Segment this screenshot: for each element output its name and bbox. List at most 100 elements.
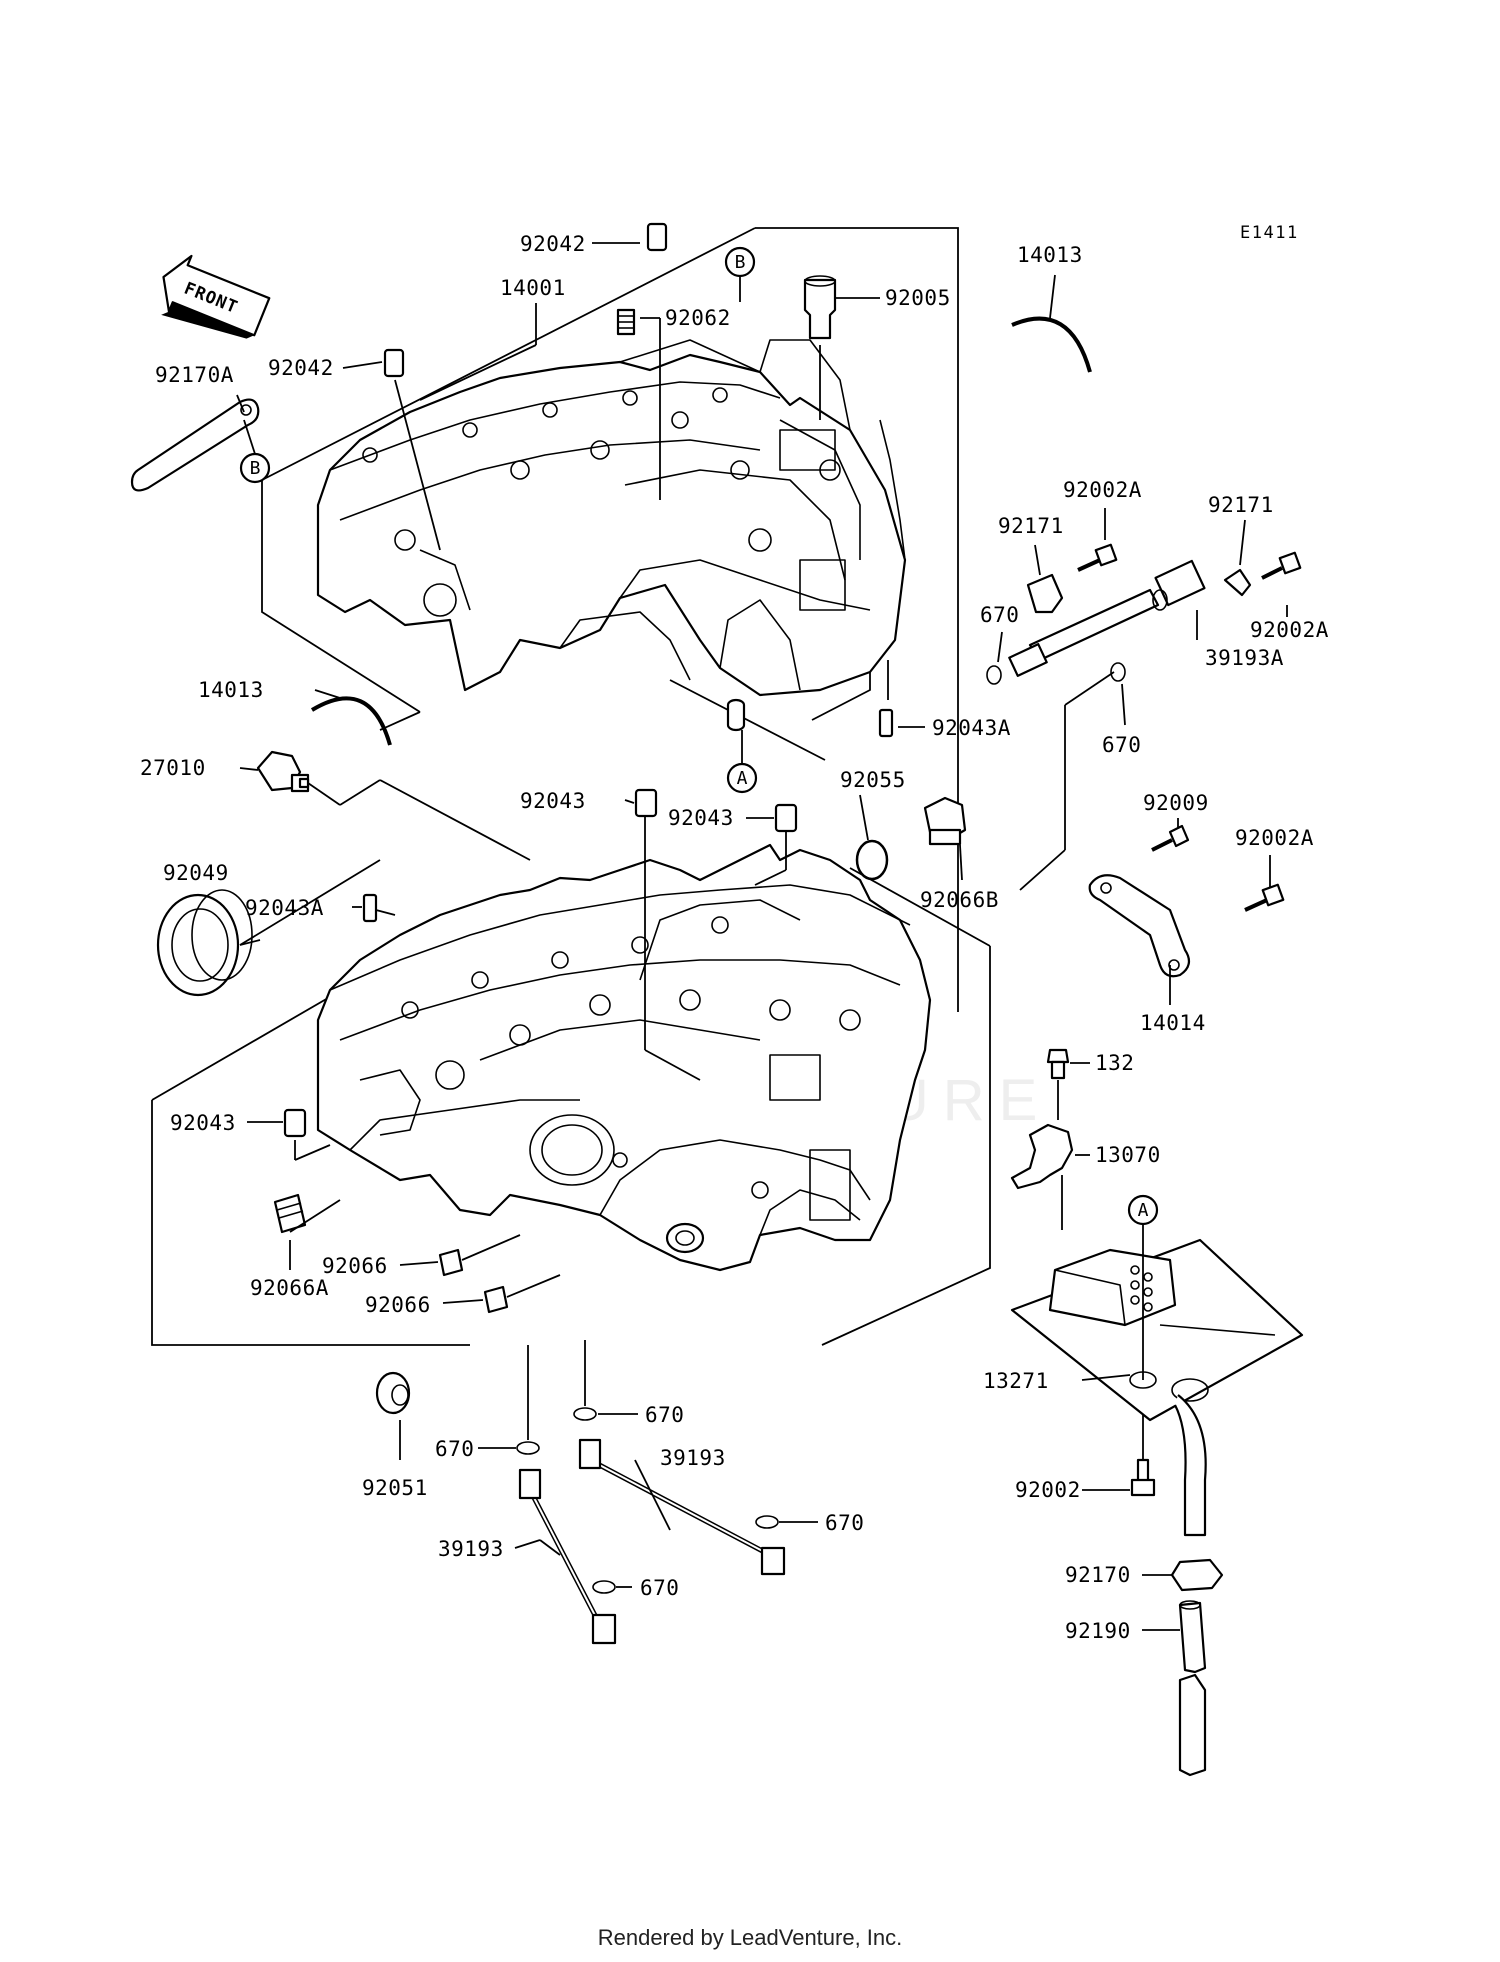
oil-pipe-39193A [1008,559,1206,677]
upper-crankcase [316,339,907,732]
dowel-92043A-left [362,893,378,923]
plug-92066A [273,1193,307,1234]
label-92066-1: 92066 [322,1254,388,1278]
label-92062: 92062 [665,306,731,330]
label-670-1: 670 [980,603,1019,627]
dowel-92043-left [283,1108,307,1138]
plug-92066-lower [483,1285,509,1314]
dowel-92043-right [774,803,798,833]
label-132: 132 [1095,1051,1134,1075]
bolt-132 [1046,1048,1070,1080]
o-ring-670-f [592,1580,616,1594]
label-92170A: 92170A [155,363,234,387]
bolt-92002 [1130,1458,1156,1497]
label-92066A: 92066A [250,1276,329,1300]
label-27010: 27010 [140,756,206,780]
label-39193-2: 39193 [438,1537,504,1561]
half-ring-14013-left [310,696,392,746]
label-92170: 92170 [1065,1563,1131,1587]
fitting-92005 [803,278,837,340]
stud-92062 [616,308,636,336]
label-14014: 14014 [1140,1011,1206,1035]
dowel-92043A-right [878,708,894,738]
label-92005: 92005 [885,286,951,310]
bracket-92171-right [1223,568,1252,597]
o-ring-670-a [986,665,1002,685]
label-92049: 92049 [163,861,229,885]
label-670-5: 670 [825,1511,864,1535]
label-39193-1: 39193 [660,1446,726,1470]
label-92002A-2: 92002A [1250,618,1329,642]
label-14013-left: 14013 [198,678,264,702]
ref-marker-b-left: B [239,419,271,484]
label-92043-1: 92043 [520,789,586,813]
label-92066B: 92066B [920,888,999,912]
label-92171-1: 92171 [998,514,1064,538]
ref-marker-a-center: A [726,730,758,794]
plate-14014 [1088,874,1191,978]
label-670-6: 670 [640,1576,679,1600]
label-92002: 92002 [1015,1478,1081,1502]
o-ring-670-e [755,1515,779,1529]
label-13271: 13271 [983,1369,1049,1393]
label-92043A-1: 92043A [932,716,1011,740]
label-92002A-1: 92002A [1063,478,1142,502]
bracket-13070 [1010,1123,1074,1190]
o-ring-92055 [855,839,889,881]
label-670-2: 670 [1102,733,1141,757]
label-92042-left: 92042 [268,356,334,380]
svg-text:A: A [737,768,748,789]
dowel-pin-92042-left [383,348,405,378]
clamp-92170 [1170,1558,1224,1592]
label-92042-top: 92042 [520,232,586,256]
o-ring-670-c [573,1407,597,1421]
svg-text:B: B [735,252,746,273]
label-670-4: 670 [435,1437,474,1461]
front-arrow-icon: FRONT [161,254,271,339]
svg-text:B: B [250,458,261,479]
o-ring-670-d [516,1441,540,1455]
screw-92009 [1151,824,1190,852]
oil-pipe-39193-left [518,1468,617,1645]
label-92171-2: 92171 [1208,493,1274,517]
plug-92066B [923,796,967,846]
label-14001: 14001 [500,276,566,300]
leader-lines [236,242,1288,1631]
dowel-92043-center [634,788,658,818]
label-39193A: 39193A [1205,646,1284,670]
label-92002A-3: 92002A [1235,826,1314,850]
label-92009: 92009 [1143,791,1209,815]
dowel-pin-92042-top [646,222,668,252]
o-ring-670-b [1110,662,1126,682]
lower-crankcase [316,843,932,1272]
svg-text:A: A [1138,1200,1149,1221]
bolt-92002A-1 [1077,543,1118,572]
label-92043A-2: 92043A [245,896,324,920]
washer-92051 [375,1371,411,1415]
hose-92190 [1178,1600,1207,1777]
bolt-92002A-3 [1244,883,1285,912]
label-92043-2: 92043 [668,806,734,830]
footer-credit: Rendered by LeadVenture, Inc. [597,1925,903,1950]
label-670-3: 670 [645,1403,684,1427]
plug-92066-upper [438,1248,464,1277]
label-13070: 13070 [1095,1143,1161,1167]
label-92051: 92051 [362,1476,428,1500]
label-92066-2: 92066 [365,1293,431,1317]
clamp-92170A [130,398,260,492]
ref-marker-a-right: A [1127,1194,1159,1380]
label-92043-3: 92043 [170,1111,236,1135]
label-14013-top: 14013 [1017,243,1083,267]
bracket-92171-left [1026,573,1064,614]
oil-seal-92049 [156,889,253,997]
part-labels: 92042 14001 92062 92005 14013 92042 9217… [140,232,1329,1643]
label-92190: 92190 [1065,1619,1131,1643]
label-92055: 92055 [840,768,906,792]
diagram-code: E1411 [1240,223,1299,243]
ref-marker-b-top: B [724,246,756,302]
oil-pressure-switch-27010 [256,750,310,793]
bolt-92002A-2 [1261,551,1302,580]
half-ring-14013-top [1011,316,1092,373]
oil-pipe-39193-right [578,1438,786,1576]
